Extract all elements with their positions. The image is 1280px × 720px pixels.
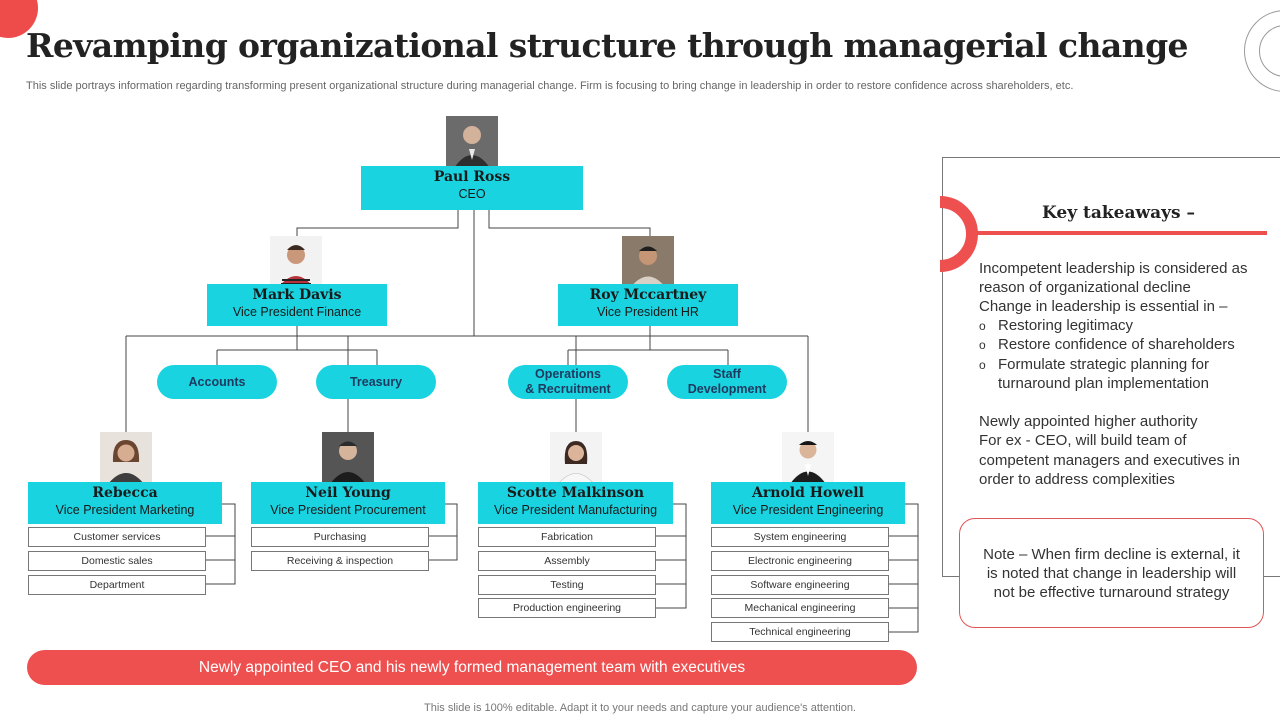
executive-box-marketing: Rebecca Vice President Marketing (28, 482, 222, 524)
executive-box-procurement: Neil Young Vice President Procurement (251, 482, 445, 524)
function-box: System engineering (711, 527, 889, 547)
vp-name: Roy Mccartney (589, 287, 707, 303)
function-box: Department (28, 575, 206, 595)
person-photo-icon (446, 116, 498, 168)
page-subtitle: This slide portrays information regardin… (26, 80, 1074, 92)
ceo-role: CEO (458, 187, 486, 201)
executive-role: Vice President Manufacturing (493, 503, 658, 517)
person-photo-icon (622, 236, 674, 288)
department-pill-accounts: Accounts (157, 365, 277, 399)
note-text: Note – When firm decline is external, it… (983, 545, 1240, 601)
footer-note: This slide is 100% editable. Adapt it to… (424, 702, 856, 714)
executive-role: Vice President Engineering (732, 503, 884, 517)
vp-role: Vice President HR (597, 305, 699, 319)
vp-finance-box: Mark Davis Vice President Finance (207, 284, 387, 326)
person-photo-icon (782, 432, 834, 484)
takeaway-line: Incompetent leadership is considered as (979, 260, 1248, 277)
function-box: Production engineering (478, 598, 656, 618)
executive-role: Vice President Procurement (270, 503, 426, 517)
takeaway-bullet: turnaround plan implementation (998, 375, 1209, 392)
bullet-marker-icon: o (979, 358, 986, 372)
function-box: Receiving & inspection (251, 551, 429, 571)
vp-hr-box: Roy Mccartney Vice President HR (558, 284, 738, 326)
page-title: Revamping organizational structure throu… (26, 26, 1189, 65)
function-box: Mechanical engineering (711, 598, 889, 618)
function-box: Assembly (478, 551, 656, 571)
executive-name: Neil Young (305, 485, 391, 501)
bullet-marker-icon: o (979, 319, 986, 333)
department-pill-treasury: Treasury (316, 365, 436, 399)
department-pill-operations: Operations& Recruitment (508, 365, 628, 399)
ceo-name: Paul Ross (433, 169, 511, 185)
function-box: Technical engineering (711, 622, 889, 642)
corner-rings-decoration (1244, 10, 1280, 92)
takeaway-line: Newly appointed higher authority (979, 413, 1198, 430)
key-takeaways-panel (942, 157, 1280, 577)
bullet-marker-icon: o (979, 338, 986, 352)
executive-box-engineering: Arnold Howell Vice President Engineering (711, 482, 905, 524)
function-box: Testing (478, 575, 656, 595)
function-box: Electronic engineering (711, 551, 889, 571)
takeaway-line: competent managers and executives in (979, 452, 1240, 469)
takeaway-line: order to address complexities (979, 471, 1175, 488)
person-photo-icon (100, 432, 152, 484)
person-photo-icon (550, 432, 602, 484)
person-photo-icon (322, 432, 374, 484)
person-photo-icon (270, 236, 322, 288)
takeaway-line: For ex - CEO, will build team of (979, 432, 1187, 449)
executive-name: Rebecca (92, 485, 158, 501)
function-box: Domestic sales (28, 551, 206, 571)
executive-box-manufacturing: Scotte Malkinson Vice President Manufact… (478, 482, 673, 524)
caption-banner: Newly appointed CEO and his newly formed… (27, 650, 917, 685)
vp-role: Vice President Finance (232, 305, 362, 319)
key-takeaways-heading: Key takeaways – (1042, 203, 1196, 223)
panel-arc-decoration (940, 196, 978, 272)
executive-name: Arnold Howell (752, 485, 864, 501)
executive-role: Vice President Marketing (55, 503, 195, 517)
function-box: Fabrication (478, 527, 656, 547)
panel-divider (975, 231, 1267, 235)
takeaway-line: reason of organizational decline (979, 279, 1191, 296)
takeaway-line: Change in leadership is essential in – (979, 298, 1228, 315)
function-box: Customer services (28, 527, 206, 547)
executive-name: Scotte Malkinson (506, 485, 645, 501)
function-box: Software engineering (711, 575, 889, 595)
vp-name: Mark Davis (252, 287, 342, 303)
ceo-box: Paul Ross CEO (361, 166, 583, 210)
function-box: Purchasing (251, 527, 429, 547)
note-box: Note – When firm decline is external, it… (959, 518, 1264, 628)
